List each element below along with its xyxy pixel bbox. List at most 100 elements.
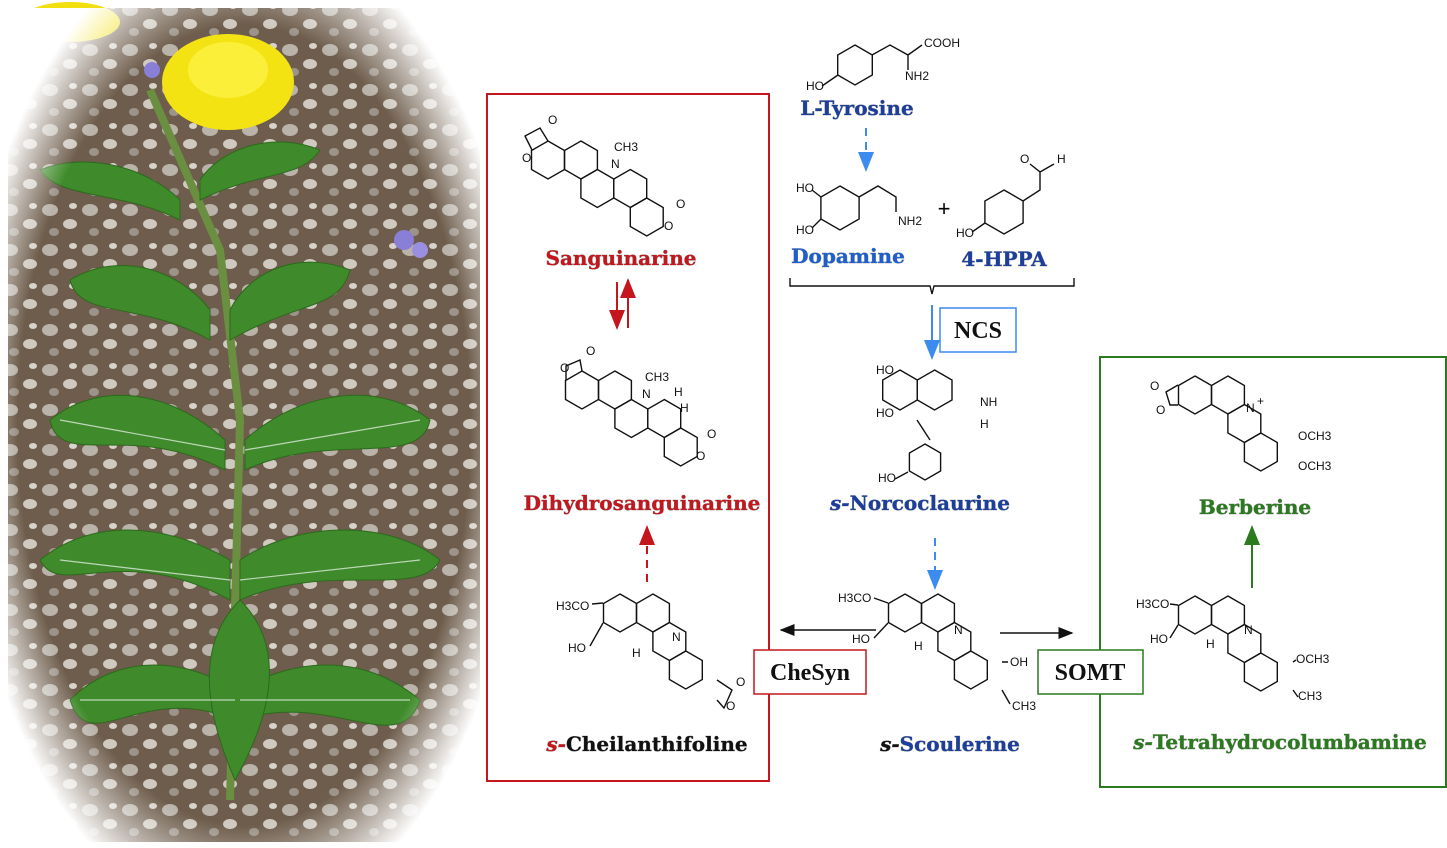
enzyme-chesyn: CheSyn bbox=[753, 649, 867, 695]
atom-label: O bbox=[1020, 152, 1029, 166]
atom-label: O bbox=[664, 219, 673, 233]
ring bbox=[1243, 652, 1279, 692]
atom-label: HO bbox=[876, 406, 894, 420]
ring bbox=[837, 44, 873, 86]
ring bbox=[1177, 375, 1213, 415]
ring bbox=[668, 650, 703, 690]
atom-label: OH bbox=[1010, 655, 1028, 669]
compound-name-tetrahydrocolumbamine: s-Tetrahydrocolumbamine bbox=[1132, 730, 1426, 754]
ring bbox=[563, 140, 599, 180]
atom-label: N bbox=[1246, 401, 1255, 415]
atom-label: H3CO bbox=[838, 591, 871, 605]
atom-label: H3CO bbox=[1136, 597, 1169, 611]
atom-label: O bbox=[1150, 379, 1159, 393]
ring bbox=[1210, 595, 1246, 635]
atom-label: O bbox=[522, 151, 531, 165]
atom-label: NH bbox=[980, 395, 997, 409]
atom-label: OCH3 bbox=[1296, 652, 1330, 666]
ring bbox=[597, 370, 633, 410]
ring bbox=[1177, 595, 1213, 635]
ring bbox=[564, 370, 600, 410]
compound-name-berberine: Berberine bbox=[1199, 495, 1311, 519]
ring bbox=[580, 168, 615, 209]
enzyme-label: CheSyn bbox=[770, 660, 850, 686]
chemical-structures bbox=[524, 44, 1299, 710]
name-text: Scoulerine bbox=[900, 732, 1020, 756]
atom-label: NH2 bbox=[898, 214, 922, 228]
atom-label: HO bbox=[852, 632, 870, 646]
bond bbox=[565, 359, 583, 380]
ring bbox=[629, 197, 664, 237]
compound-name-sanguinarine: Sanguinarine bbox=[546, 246, 697, 270]
stereo-prefix: s- bbox=[545, 732, 566, 756]
berberine-pathway-box bbox=[1099, 356, 1447, 788]
ring bbox=[1210, 375, 1246, 415]
cheilanthifoline-pathway-box bbox=[486, 93, 770, 782]
name-text: Norcoclaurine bbox=[850, 491, 1010, 515]
atom-label: O bbox=[560, 361, 569, 375]
atom-labels: HO COOH NH2 HO HO NH2 + O H HO HO HO NH … bbox=[522, 36, 1332, 713]
atom-label: HO bbox=[796, 223, 814, 237]
atom-label: N bbox=[954, 623, 963, 637]
atom-label: OCH3 bbox=[1298, 429, 1332, 443]
bond bbox=[524, 127, 549, 151]
atom-label: NH2 bbox=[905, 69, 929, 83]
ring bbox=[1243, 432, 1279, 472]
atom-label: O bbox=[726, 699, 735, 713]
ring bbox=[647, 398, 682, 439]
atom-label: N bbox=[672, 630, 681, 644]
atom-label: CH3 bbox=[1012, 699, 1036, 713]
compound-name-4-hppa: 4-HPPA bbox=[961, 247, 1047, 271]
atom-label: O bbox=[736, 675, 745, 689]
bond bbox=[589, 602, 733, 710]
compound-name-cheilanthifoline: s-Cheilanthifoline bbox=[545, 732, 747, 756]
atom-label: H bbox=[914, 639, 923, 653]
atom-label: CH3 bbox=[614, 140, 638, 154]
atom-label: CH3 bbox=[1298, 689, 1322, 703]
atom-label: HO bbox=[1150, 632, 1168, 646]
name-text: Cheilanthifoline bbox=[566, 732, 748, 756]
atom-label: H bbox=[674, 385, 683, 399]
atom-label: HO bbox=[956, 226, 974, 240]
ring bbox=[953, 650, 988, 690]
atom-label: HO bbox=[568, 641, 586, 655]
stereo-prefix: s- bbox=[1132, 730, 1153, 754]
atom-label: O bbox=[1156, 403, 1165, 417]
combine-brace bbox=[789, 278, 1075, 295]
ring bbox=[635, 593, 671, 633]
compound-name-norcoclaurine: s-Norcoclaurine bbox=[829, 491, 1010, 515]
atom-label: H bbox=[980, 417, 989, 431]
ring bbox=[887, 593, 923, 633]
plant-photo bbox=[8, 2, 480, 842]
ring bbox=[614, 398, 649, 439]
atom-label: HO bbox=[796, 181, 814, 195]
stereo-prefix: s- bbox=[879, 732, 900, 756]
atom-label: H bbox=[1057, 152, 1066, 166]
bond bbox=[821, 44, 923, 87]
name-text: Tetrahydrocolumbamine bbox=[1153, 730, 1427, 754]
ring bbox=[613, 168, 648, 209]
enzyme-somt: SOMT bbox=[1037, 649, 1144, 695]
atom-label: H3CO bbox=[556, 599, 589, 613]
enzyme-label: NCS bbox=[954, 318, 1002, 344]
atom-label: H bbox=[632, 646, 641, 660]
atom-label: O bbox=[548, 113, 557, 127]
bond bbox=[873, 597, 1011, 705]
atom-label: + bbox=[1257, 394, 1264, 408]
enzyme-label: SOMT bbox=[1055, 660, 1126, 686]
atom-label: H bbox=[680, 401, 689, 415]
bond bbox=[1169, 603, 1299, 698]
atom-label: O bbox=[696, 449, 705, 463]
atom-label: N bbox=[1244, 623, 1253, 637]
compound-name-scoulerine: s-Scoulerine bbox=[879, 732, 1020, 756]
ring bbox=[602, 593, 638, 633]
stereo-prefix: s- bbox=[829, 491, 850, 515]
ring bbox=[908, 443, 942, 481]
atom-label: CH3 bbox=[645, 370, 669, 384]
atom-label: N bbox=[611, 157, 620, 171]
ring bbox=[820, 185, 860, 231]
bond bbox=[971, 163, 1055, 233]
bond bbox=[1165, 384, 1179, 406]
atom-label: O bbox=[586, 344, 595, 358]
